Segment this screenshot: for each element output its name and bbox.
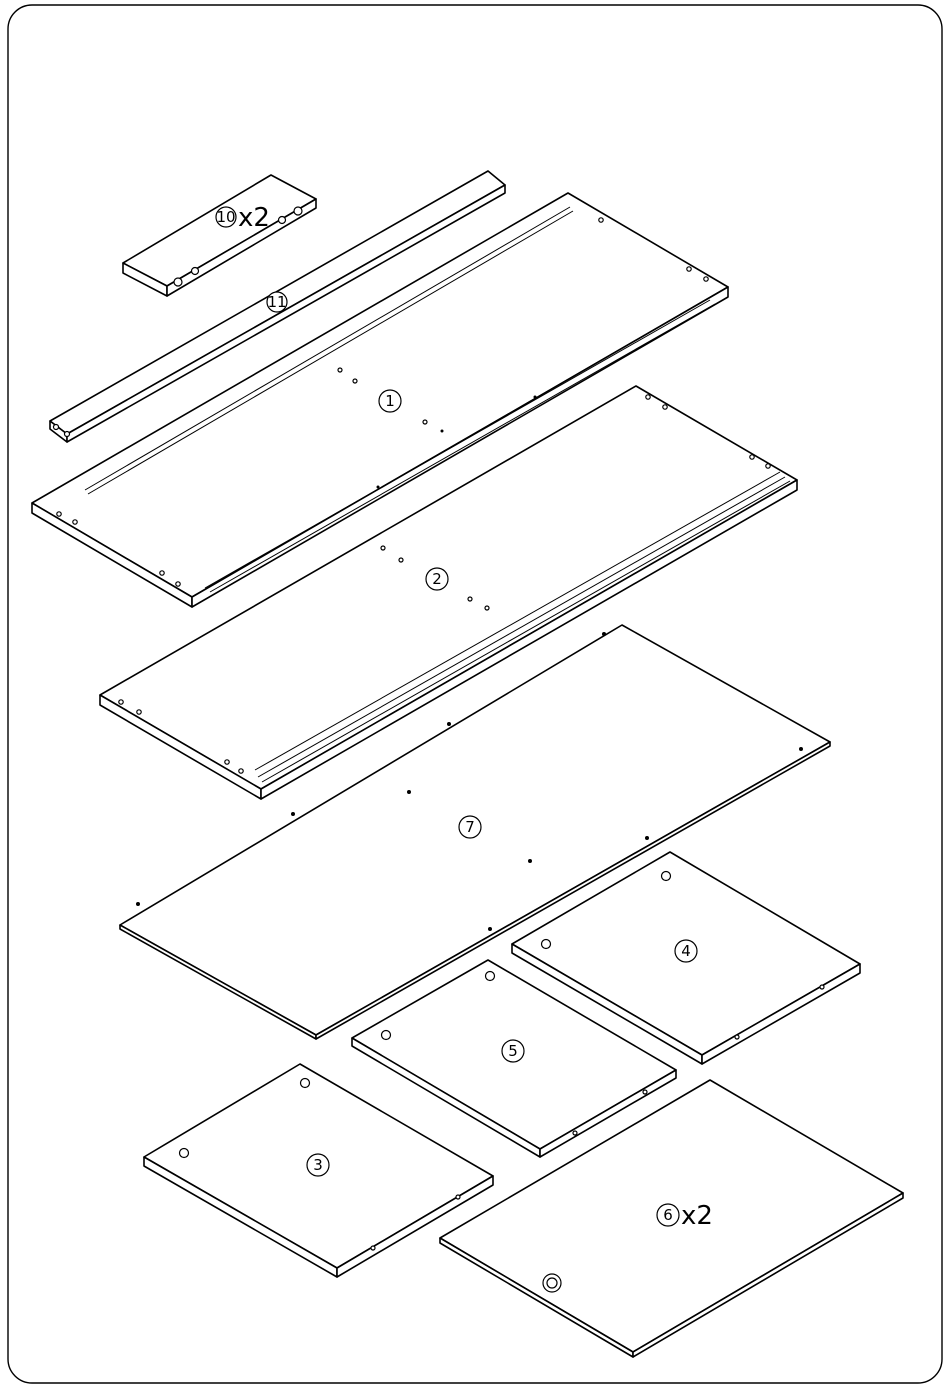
- label-part-11-number: 11: [267, 293, 286, 311]
- part-10-block: [123, 175, 316, 296]
- label-part-11: 11: [267, 292, 287, 312]
- label-part-4: 4: [675, 940, 697, 962]
- label-part-1-number: 1: [385, 392, 395, 410]
- label-part-6-number: 6: [663, 1206, 673, 1224]
- label-part-7-number: 7: [465, 818, 475, 836]
- label-part-2-number: 2: [432, 570, 442, 588]
- label-part-7: 7: [459, 816, 481, 838]
- label-part-10-number: 10: [216, 208, 235, 226]
- label-part-5: 5: [502, 1040, 524, 1062]
- label-part-10-qty: x2: [238, 203, 270, 233]
- label-part-4-number: 4: [681, 942, 691, 960]
- label-part-3-number: 3: [313, 1156, 323, 1174]
- label-part-5-number: 5: [508, 1042, 518, 1060]
- label-part-3: 3: [307, 1154, 329, 1176]
- label-part-1: 1: [379, 390, 401, 412]
- label-part-2: 2: [426, 568, 448, 590]
- label-part-6-qty: x2: [681, 1201, 713, 1231]
